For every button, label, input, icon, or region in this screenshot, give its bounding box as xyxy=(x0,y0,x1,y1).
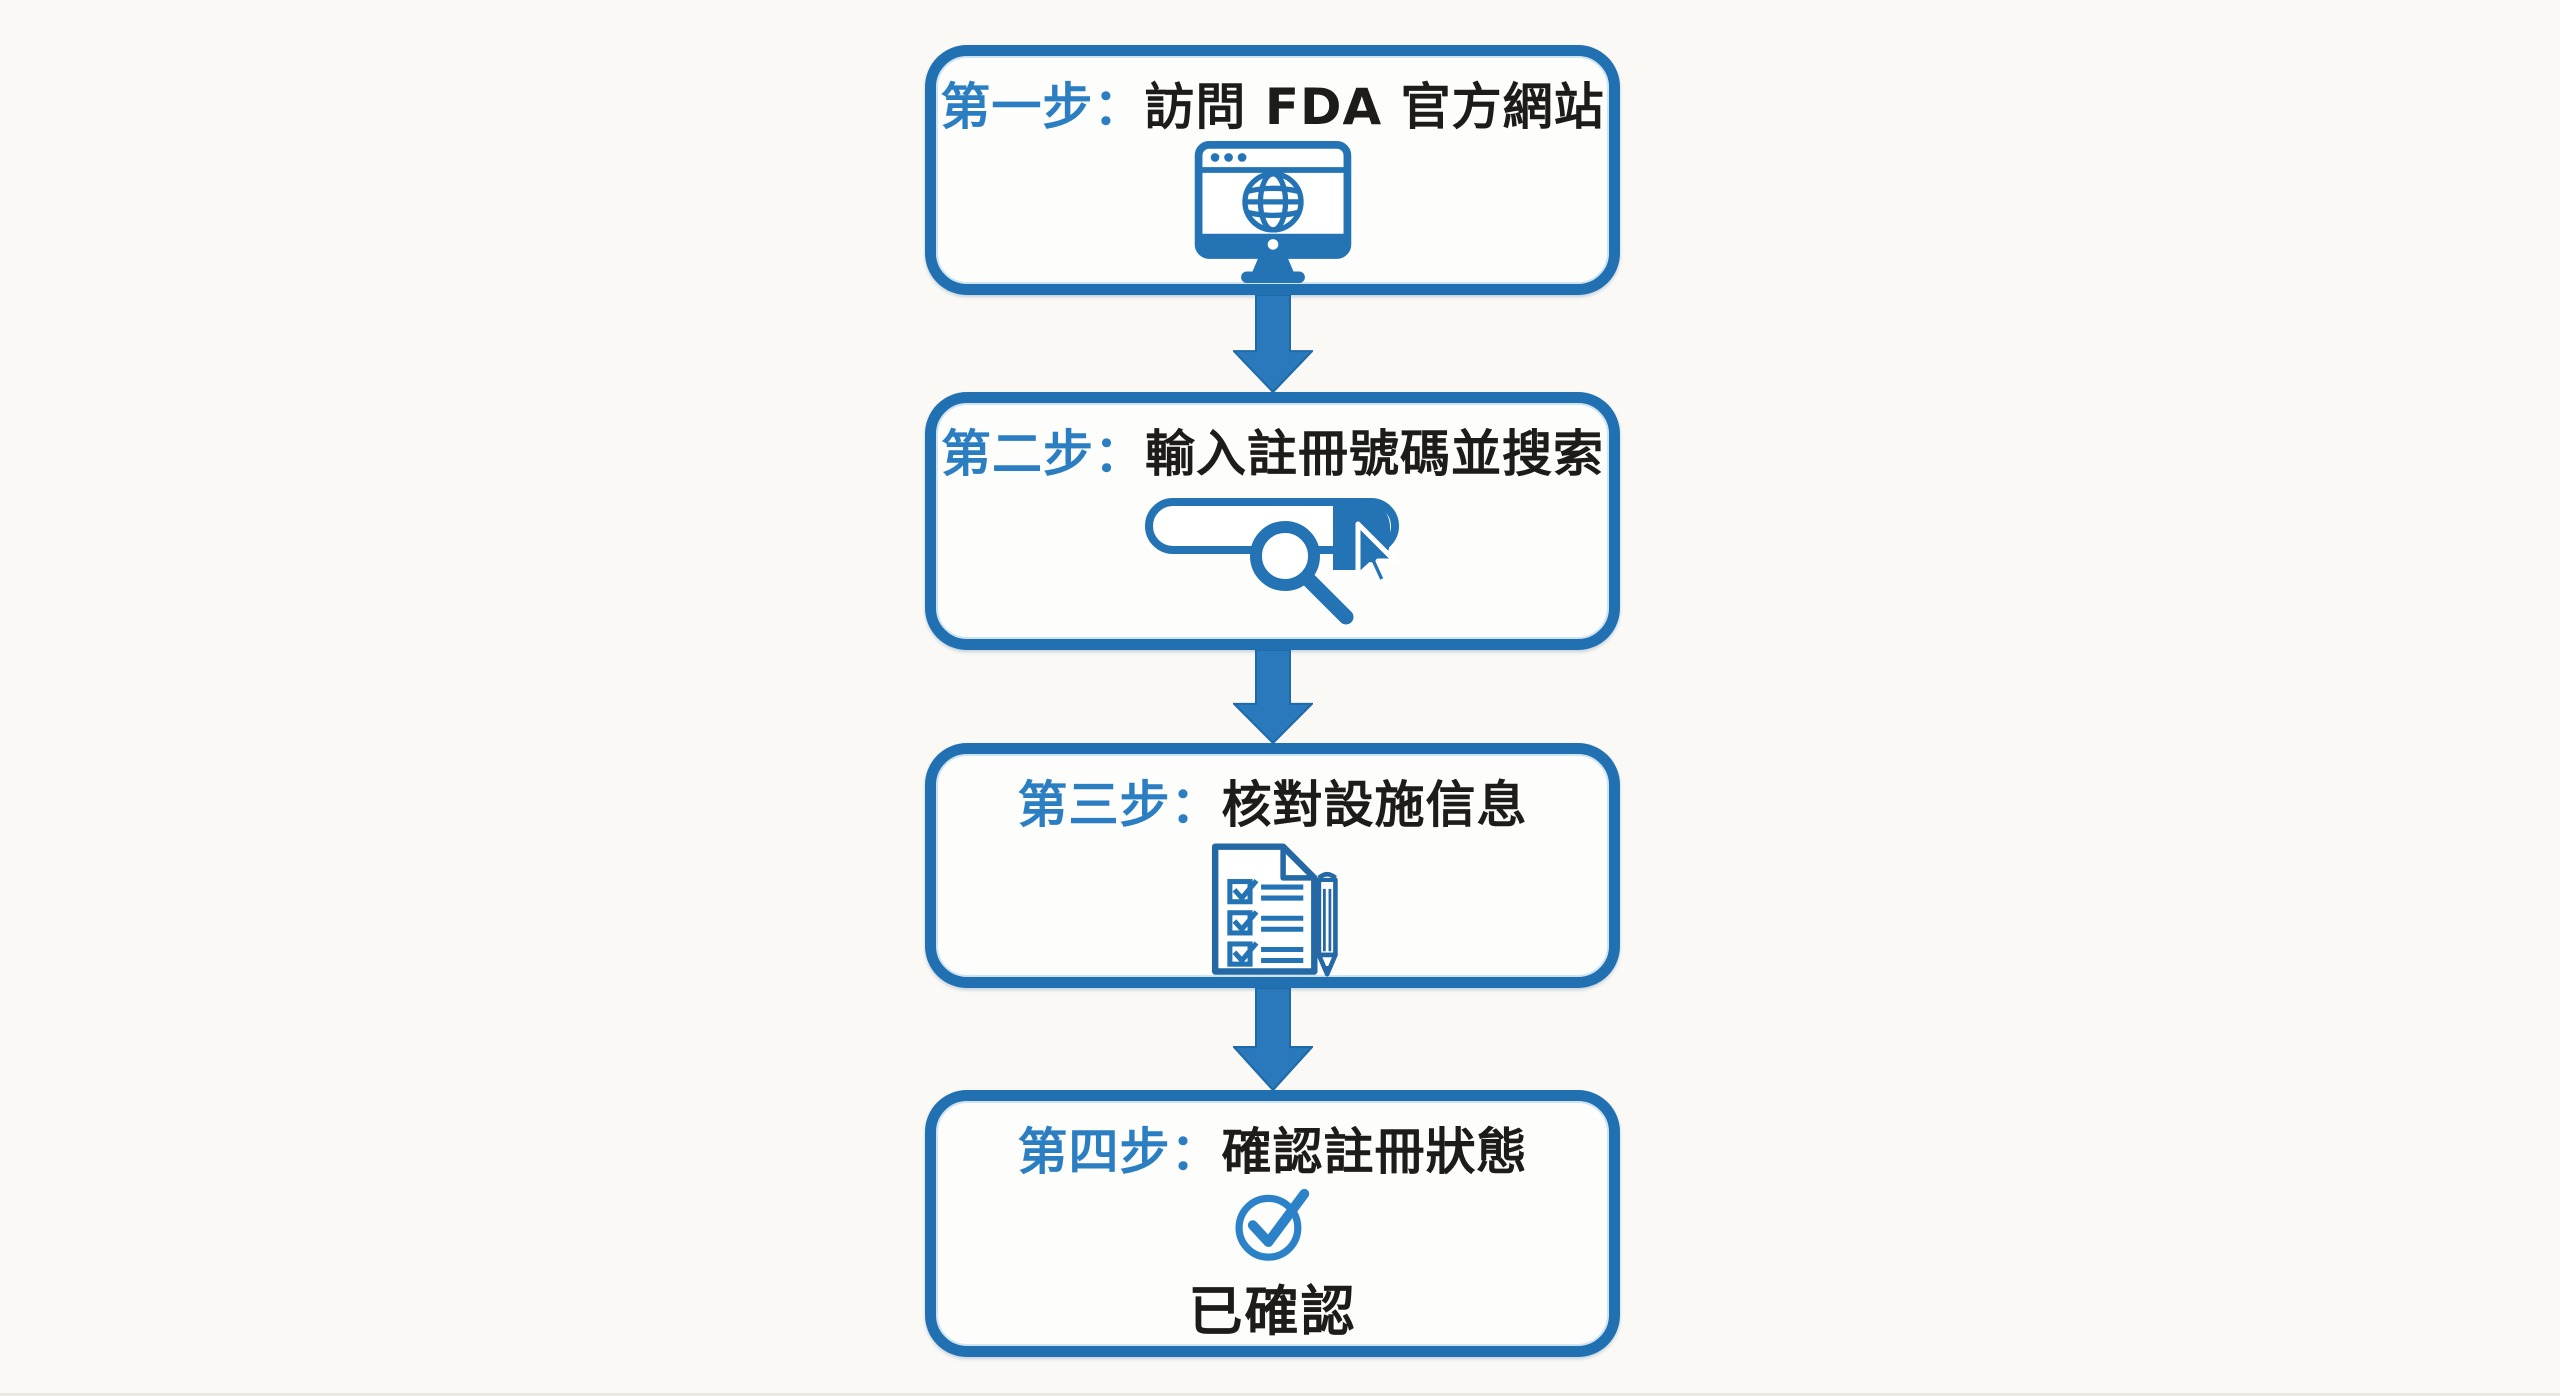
check-circle-icon xyxy=(1234,1188,1309,1261)
down-arrow-icon xyxy=(1233,988,1313,1090)
step-2-label: 第二步： xyxy=(941,425,1145,483)
step-4-box: 第四步：確認註冊狀態 已確認 xyxy=(925,1090,1620,1357)
browser-globe-icon xyxy=(1194,141,1351,284)
checklist-pencil-icon xyxy=(1211,843,1338,977)
step-4-heading: 確認註冊狀態 xyxy=(1221,1123,1528,1181)
down-arrow-icon xyxy=(1233,650,1313,743)
bottom-edge-line xyxy=(0,1393,2560,1396)
step-1-label: 第一步： xyxy=(940,78,1145,136)
step-3-title: 第三步：核對設施信息 xyxy=(1018,778,1528,833)
step-1-title: 第一步：訪問 FDA 官方網站 xyxy=(940,80,1604,135)
step-2-title: 第二步：輸入註冊號碼並搜索 xyxy=(941,427,1604,482)
step-3-heading: 核對設施信息 xyxy=(1221,776,1528,834)
step-1-heading: 訪問 FDA 官方網站 xyxy=(1144,78,1605,136)
step-2-box: 第二步：輸入註冊號碼並搜索 xyxy=(925,392,1620,650)
step-4-title: 第四步：確認註冊狀態 xyxy=(1018,1125,1528,1180)
step-4-label: 第四步： xyxy=(1017,1123,1222,1181)
step-3-label: 第三步： xyxy=(1017,776,1222,834)
step-2-heading: 輸入註冊號碼並搜索 xyxy=(1145,425,1604,483)
down-arrow-icon xyxy=(1233,295,1313,392)
search-bar-cursor-icon xyxy=(1144,498,1399,625)
step-1-box: 第一步：訪問 FDA 官方網站 xyxy=(925,45,1620,295)
fda-verification-flow: 第一步：訪問 FDA 官方網站 xyxy=(925,0,1620,1396)
confirmed-status-text: 已確認 xyxy=(1188,1280,1357,1343)
step-3-box: 第三步：核對設施信息 xyxy=(925,743,1620,988)
